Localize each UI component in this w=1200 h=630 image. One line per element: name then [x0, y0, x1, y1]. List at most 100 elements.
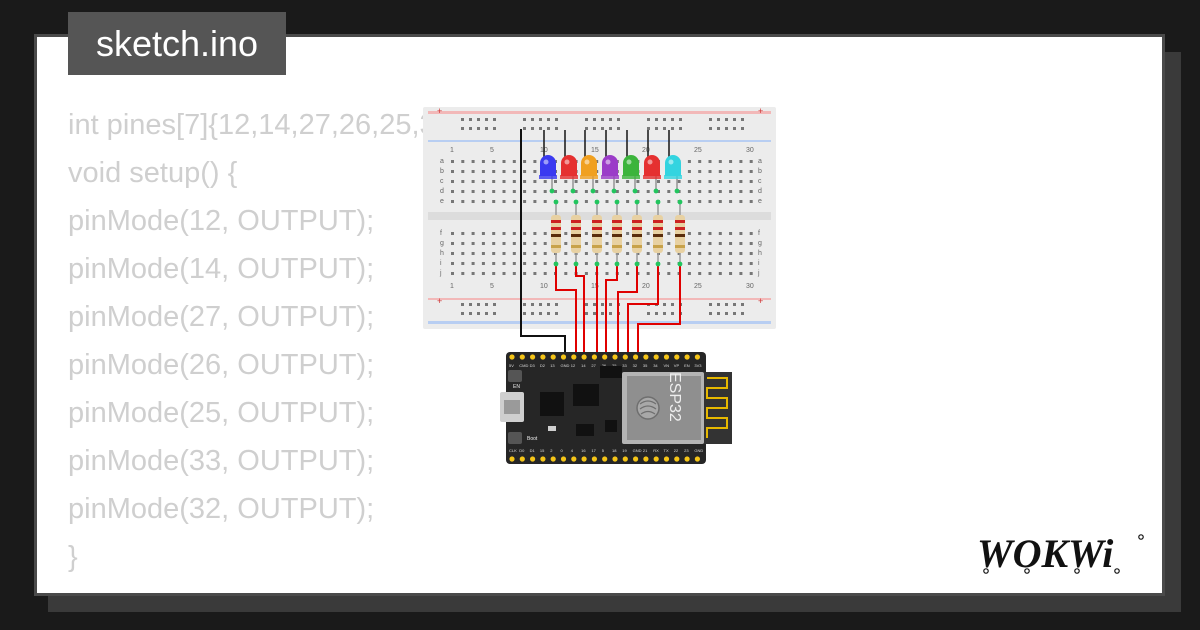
- pin-label: 27: [591, 363, 596, 368]
- led-resistor-array: [539, 130, 685, 267]
- row-label: j: [439, 270, 442, 277]
- row-label: b: [758, 168, 762, 175]
- pin-label: D3: [530, 363, 536, 368]
- row-label: f: [758, 230, 760, 237]
- pin-label: 22: [674, 448, 679, 453]
- wokwi-logo: WOKWi: [977, 531, 1144, 576]
- pin-label: 15: [540, 448, 545, 453]
- pin-label: 12: [571, 363, 576, 368]
- led-green: [622, 130, 640, 194]
- code-line: pinMode(14, OUTPUT);: [68, 253, 375, 285]
- resistor: [612, 199, 622, 267]
- espressif-logo-icon: [636, 396, 660, 420]
- power-rail-holes: [461, 118, 744, 315]
- pin-label: TX: [664, 448, 669, 453]
- pin-label: D2: [540, 363, 546, 368]
- code-preview: int pines[7]{12,14,27,26,25,33,32}; void…: [68, 101, 428, 581]
- row-label: a: [758, 158, 762, 165]
- rail-plus-sign: +: [758, 296, 763, 306]
- row-label: d: [440, 188, 444, 195]
- column-label: 5: [490, 147, 494, 154]
- row-label: f: [440, 230, 442, 237]
- pin-label: 14: [581, 363, 586, 368]
- pin-label: 18: [612, 448, 617, 453]
- row-label: e: [440, 198, 444, 205]
- row-label: d: [758, 188, 762, 195]
- boot-button: [508, 432, 522, 444]
- usb-uart-chip: [540, 392, 564, 416]
- column-label: 5: [490, 283, 494, 290]
- pin-label: 19: [622, 448, 627, 453]
- en-button: [508, 370, 522, 382]
- column-label: 25: [694, 283, 702, 290]
- led-purple: [601, 130, 619, 194]
- signal-wires: [555, 264, 681, 357]
- resistor: [551, 199, 561, 267]
- row-label: a: [440, 158, 444, 165]
- pin-label: 2: [550, 448, 553, 453]
- sketch-title: sketch.ino: [68, 12, 286, 75]
- resistor: [675, 199, 685, 267]
- pin-label: 26: [602, 363, 607, 368]
- resistor: [592, 199, 602, 267]
- rail-plus-sign: +: [437, 106, 442, 116]
- wokwi-logo-text: WOKWi: [977, 531, 1113, 576]
- code-line: pinMode(32, OUTPUT);: [68, 493, 375, 525]
- row-label: c: [758, 178, 762, 185]
- column-label: 30: [746, 283, 754, 290]
- esp32-board: 5VCLKCMDD0D3D1D215132GND0124141627172652…: [500, 352, 732, 464]
- pin-label: 35: [643, 363, 648, 368]
- en-label: EN: [513, 384, 520, 390]
- pin-label: 21: [643, 448, 648, 453]
- row-label: g: [440, 240, 444, 247]
- row-label: i: [440, 260, 442, 267]
- resistor: [653, 199, 663, 267]
- code-line: pinMode(33, OUTPUT);: [68, 445, 375, 477]
- column-label: 20: [642, 283, 650, 290]
- code-line: }: [68, 541, 78, 573]
- chip-label: ESP32: [666, 372, 683, 422]
- header-pins: 5VCLKCMDD0D3D1D215132GND0124141627172652…: [509, 354, 703, 462]
- pin-label: 34: [653, 363, 658, 368]
- column-label: 15: [591, 283, 599, 290]
- pin-label: 3V3: [694, 363, 702, 368]
- column-label: 1: [450, 147, 454, 154]
- row-label: h: [758, 250, 762, 257]
- code-line: pinMode(27, OUTPUT);: [68, 301, 375, 333]
- pin-label: 13: [550, 363, 555, 368]
- rail-plus-sign: +: [758, 106, 763, 116]
- column-label: 30: [746, 147, 754, 154]
- led-cyan: [664, 130, 682, 194]
- row-label: j: [757, 270, 760, 277]
- pin-label: D0: [519, 448, 525, 453]
- pin-label: 4: [571, 448, 574, 453]
- pin-label: VP: [674, 363, 680, 368]
- led-red: [643, 130, 661, 194]
- code-line: pinMode(25, OUTPUT);: [68, 397, 375, 429]
- column-label: 1: [450, 283, 454, 290]
- led-orange: [580, 130, 598, 194]
- pin-label: 0: [561, 448, 564, 453]
- code-line: int pines[7]{12,14,27,26,25,33,32};: [68, 109, 428, 141]
- pin-label: VN: [664, 363, 670, 368]
- row-label: h: [440, 250, 444, 257]
- row-label: c: [440, 178, 444, 185]
- boot-label: Boot: [527, 436, 538, 442]
- pin-label: 23: [684, 448, 689, 453]
- code-line: pinMode(26, OUTPUT);: [68, 349, 375, 381]
- pin-label: CMD: [519, 363, 528, 368]
- column-label: 15: [591, 147, 599, 154]
- pin-label: RX: [653, 448, 659, 453]
- column-label: 10: [540, 283, 548, 290]
- led-blue: [539, 130, 557, 194]
- pin-label: 32: [633, 363, 638, 368]
- column-label: 25: [694, 147, 702, 154]
- row-label: e: [758, 198, 762, 205]
- column-label: 20: [642, 147, 650, 154]
- pin-label: 33: [622, 363, 627, 368]
- pin-label: GND: [694, 448, 703, 453]
- rail-plus-sign: +: [437, 296, 442, 306]
- code-line: pinMode(12, OUTPUT);: [68, 205, 375, 237]
- pin-label: 25: [612, 363, 617, 368]
